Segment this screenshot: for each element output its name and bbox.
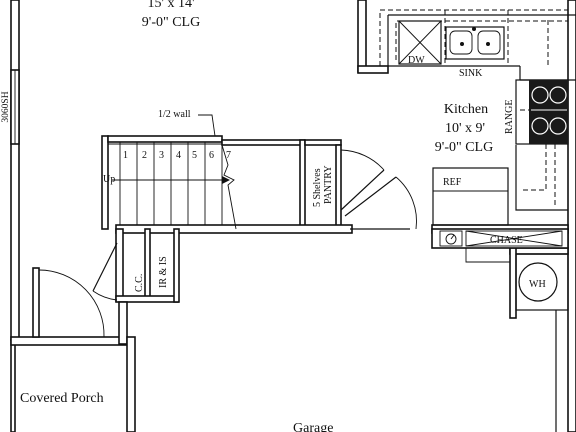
porch-top-wall (10, 336, 128, 346)
kitchen-ceiling: 9'-0" CLG (435, 140, 493, 155)
range (515, 79, 569, 145)
kitchen-wall-bottom-stub (357, 65, 389, 74)
stair-step-number: 1 (123, 150, 128, 161)
covered-porch-label: Covered Porch (20, 391, 104, 406)
stair-step-number: 7 (226, 150, 231, 161)
bath-closet-label: IR & IS (158, 256, 169, 288)
stair-up-label: Up (103, 174, 115, 185)
stair-step-number: 4 (176, 150, 181, 161)
dishwasher-label: DW (408, 55, 425, 66)
top-room-ceiling: 9'-0" CLG (142, 15, 200, 30)
stair-walls (101, 135, 306, 230)
kitchen-wall-top (357, 0, 367, 73)
window-left (10, 69, 20, 145)
pantry-label: PANTRY (323, 165, 334, 204)
kitchen-size: 10' x 9' (445, 121, 485, 136)
exterior-wall-right (567, 0, 576, 432)
range-label: RANGE (504, 100, 515, 134)
entry-door[interactable] (32, 267, 105, 338)
top-room-size: 15' x 14' (147, 0, 194, 11)
half-wall-label: 1/2 wall (158, 109, 191, 120)
garage-label: Garage (293, 421, 333, 432)
water-heater-label: WH (529, 279, 546, 290)
pantry-door[interactable] (340, 149, 417, 230)
chase-lower-line (465, 248, 510, 263)
sink (445, 26, 505, 60)
refrigerator (432, 167, 509, 226)
stair-step-number: 6 (209, 150, 214, 161)
mid-wall (115, 224, 353, 234)
stair-step-number: 5 (192, 150, 197, 161)
stair-step-number: 3 (159, 150, 164, 161)
pantry-shelves-label: 5 Shelves (312, 168, 323, 207)
staircase (112, 114, 237, 230)
closet-walls (115, 228, 180, 432)
coat-closet-label: C.C. (134, 274, 145, 292)
chase-label: CHASE (490, 235, 523, 246)
sink-label: SINK (459, 68, 483, 79)
dishwasher (398, 20, 442, 65)
exterior-wall-left (10, 0, 20, 341)
porch-wall-left (10, 339, 16, 432)
refrigerator-label: REF (443, 177, 462, 188)
stair-step-numbers: 1 2 3 4 5 6 7 (123, 150, 231, 161)
water-heater (515, 253, 569, 311)
window-label: 3060SH (1, 91, 11, 122)
kitchen-name: Kitchen (444, 102, 488, 117)
stair-step-number: 2 (142, 150, 147, 161)
coat-closet-door[interactable] (92, 242, 118, 301)
chase (431, 228, 569, 249)
